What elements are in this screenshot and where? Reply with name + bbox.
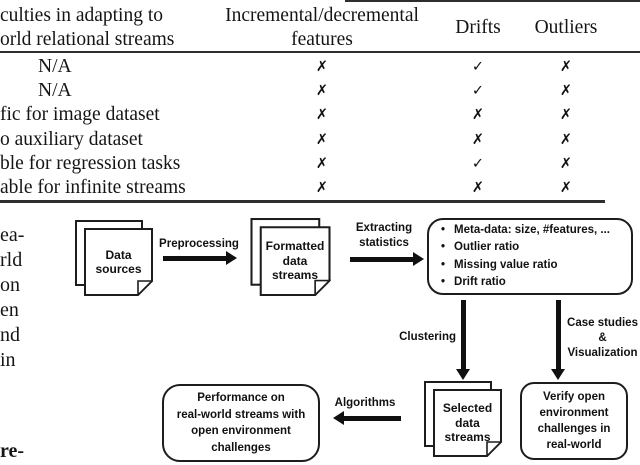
drifts-mark: ✗ [471,180,485,197]
table-row: o auxiliary dataset ✗ ✗ ✗ [0,128,640,152]
selected-streams-label: Selected data streams [442,401,493,445]
features-mark: ✗ [315,180,329,197]
row-label: N/A [38,80,72,102]
extracting-arrow-label: Extracting statistics [355,222,413,249]
verify-box: Verify open environment challenges in re… [520,382,628,460]
margin-text-fragment: ea- [0,224,25,246]
features-mark: ✗ [315,83,329,100]
performance-box: Performance on real-world streams with o… [162,384,320,462]
table-col2-header-line1: Incremental/decremental [225,5,419,26]
table-bottom-rule [0,200,605,203]
outliers-mark: ✗ [559,107,573,124]
drifts-mark: ✗ [471,131,485,148]
stats-item: • Drift ratio [441,274,506,292]
table-col2-header-line2: features [291,29,353,50]
margin-text-fragment: en [0,299,19,321]
margin-text-fragment: rld [0,249,23,271]
row-label: fic for image dataset [0,104,160,126]
formatted-streams-node: Formatted data streams [250,218,331,296]
row-label: ble for regression tasks [0,152,181,174]
table-row: N/A ✗ ✓ ✗ [0,79,640,103]
row-label: N/A [38,56,72,78]
outliers-mark: ✗ [559,59,573,76]
bullet-icon: • [441,241,446,253]
statistics-box: • Meta-data: size, #features, ... • Outl… [427,218,633,295]
outliers-mark: ✗ [559,155,573,172]
case-studies-arrow-label: Case studies & Visualization [567,317,638,359]
table-col3-header: Drifts [455,17,501,38]
case-studies-arrow [551,300,565,380]
margin-text-fragment: in [0,349,16,371]
table-body: N/A ✗ ✓ ✗ N/A ✗ ✓ ✗ fic for image datase… [0,55,640,200]
features-mark: ✗ [315,107,329,124]
drifts-mark: ✗ [471,107,485,124]
bullet-icon: • [441,258,446,271]
preprocessing-arrow-label: Preprocessing [159,238,239,250]
data-sources-node: Data sources [75,220,153,296]
drifts-mark: ✓ [471,59,485,76]
features-mark: ✗ [315,155,329,172]
preprocessing-arrow [163,251,237,265]
table-col1-header-line2: orld relational streams [0,29,175,50]
extracting-arrow [350,252,424,266]
table-row: ble for regression tasks ✗ ✓ ✗ [0,152,640,176]
bullet-icon: • [441,276,446,288]
table-top-rule [345,0,640,2]
figure-caption-fragment: re- [0,440,25,462]
row-label: o auxiliary dataset [0,128,143,150]
drifts-mark: ✓ [471,83,485,100]
algorithms-arrow-label: Algorithms [334,397,396,409]
clustering-arrow [456,300,470,380]
bullet-icon: • [441,223,446,236]
stats-item: • Missing value ratio [441,257,558,275]
stats-item: • Outlier ratio [441,239,519,257]
document-stack-icon [75,220,153,296]
data-sources-label: Data sources [95,247,142,277]
margin-text-fragment: on [0,274,20,296]
stats-item: • Meta-data: size, #features, ... [441,222,610,240]
outliers-mark: ✗ [559,131,573,148]
formatted-streams-label: Formatted data streams [265,239,325,283]
outliers-mark: ✗ [559,83,573,100]
features-mark: ✗ [315,131,329,148]
margin-text-fragment: nd [0,324,20,346]
algorithms-arrow [333,411,401,425]
selected-streams-node: Selected data streams [424,381,502,457]
outliers-mark: ✗ [559,180,573,197]
table-header-rule [0,51,640,53]
drifts-mark: ✓ [471,155,485,172]
table-row: N/A ✗ ✓ ✗ [0,55,640,79]
row-label: able for infinite streams [0,177,186,199]
features-mark: ✗ [315,59,329,76]
table-row: fic for image dataset ✗ ✗ ✗ [0,103,640,127]
table-col1-header-line1: culties in adapting to [0,5,164,26]
table-col4-header: Outliers [534,17,598,38]
document-stack-icon [250,218,331,296]
document-stack-icon [424,381,502,457]
clustering-arrow-label: Clustering [399,331,456,343]
table-row: able for infinite streams ✗ ✗ ✗ [0,176,640,200]
